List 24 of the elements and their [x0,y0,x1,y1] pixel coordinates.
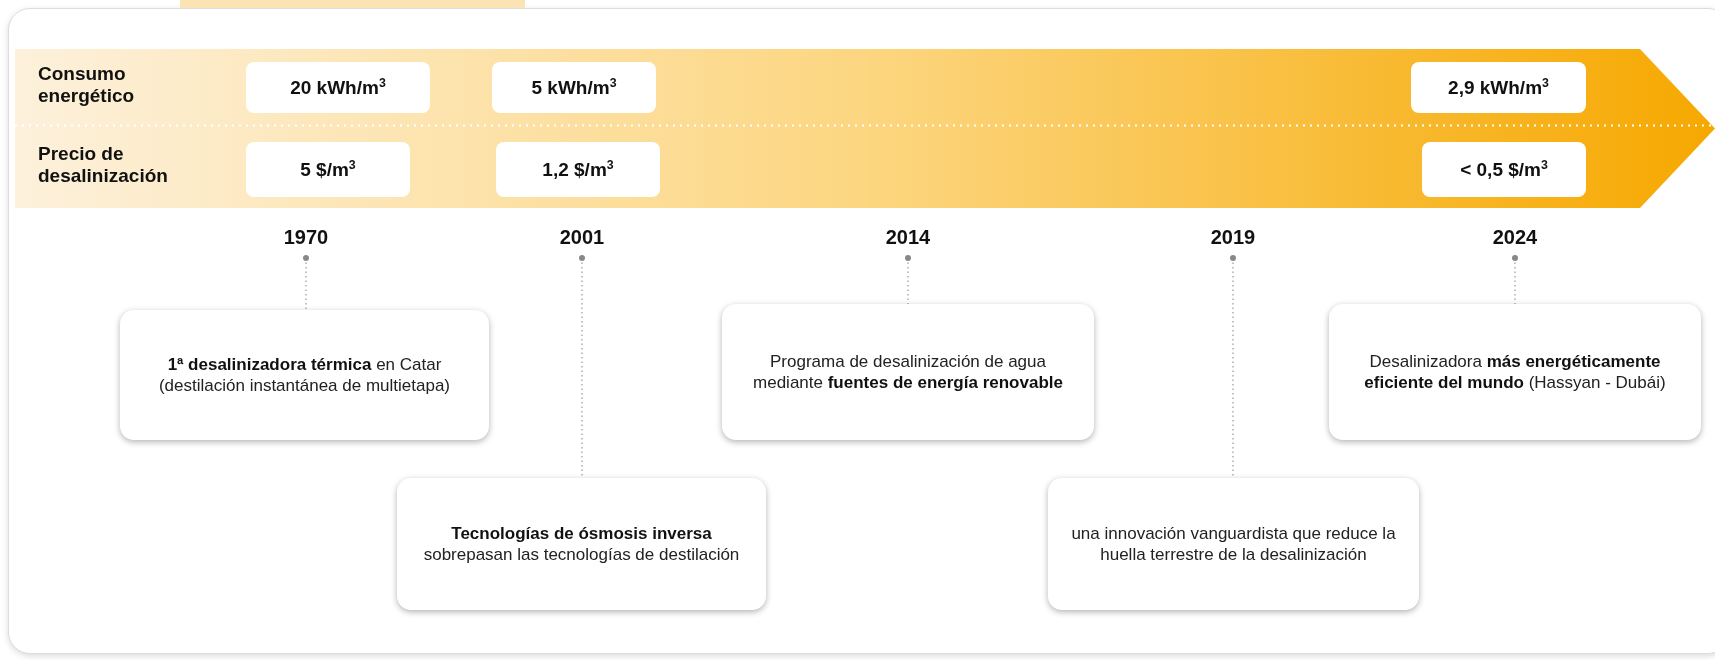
event-card: Desalinizadora más energéticamente eficiente del mundo (Hassyan - Dubái) [1329,304,1701,440]
dotted-connector [579,255,585,479]
event-card: Programa de desalinización de agua mediante fuentes de energía renovable [722,304,1094,440]
year-label: 2014 [868,226,948,250]
dotted-connector [1230,255,1236,479]
value-box: 5 $/m$^{3}$ [246,142,410,197]
event-card: una innovación vanguardista que reduce la huella terrestre de la desalinización [1048,478,1419,610]
year-label: 1970 [266,226,346,250]
year-label: 2001 [542,226,622,250]
event-card: Tecnologías de ósmosis inversa sobrepasan las tecnologías de destilación [397,478,766,610]
row-heading: Consumo energético [38,63,136,107]
value-box: 5 kWh/m$^{3}$ [492,62,656,113]
dotted-connector [905,255,911,305]
dotted-connector [303,255,309,311]
year-label: 2024 [1475,226,1555,250]
event-card: 1ª desalinizadora térmica en Catar (destilación instantánea de multietapa) [120,310,489,440]
dotted-connector [1512,255,1518,305]
value-box: 20 kWh/m$^{3}$ [246,62,430,113]
value-box: 2,9 kWh/m$^{3}$ [1411,62,1586,113]
year-label: 2019 [1193,226,1273,250]
timeline-arrow-band [15,49,1715,208]
value-box: 1,2 $/m$^{3}$ [496,142,660,197]
row-heading: Precio de desalinización [38,143,169,187]
value-box: < 0,5 $/m$^{3}$ [1422,142,1586,197]
